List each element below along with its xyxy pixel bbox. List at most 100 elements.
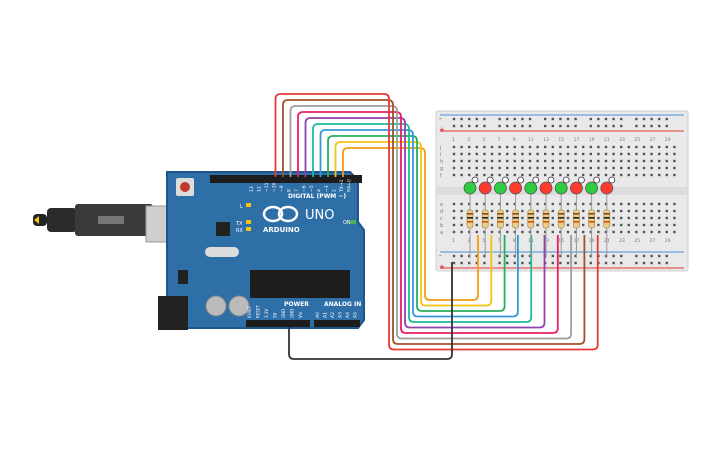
digital-pin-label: ~9 — [279, 185, 285, 192]
led — [554, 176, 570, 205]
column-number: 1 — [452, 238, 455, 244]
resistor — [481, 204, 489, 258]
resistor — [466, 204, 474, 258]
rx-led-label: RX — [236, 228, 243, 234]
column-number: 27 — [650, 238, 656, 244]
capacitor — [205, 295, 227, 317]
led — [585, 176, 600, 205]
signal-wire — [289, 105, 572, 340]
signal-wire — [334, 141, 493, 307]
column-number: 5 — [482, 238, 485, 244]
signal-wire — [304, 117, 546, 329]
row-letter: h — [440, 159, 443, 165]
signal-wire — [342, 147, 479, 301]
tx-led-label: TX — [235, 221, 243, 227]
led — [570, 176, 585, 205]
signal-wire — [312, 123, 533, 323]
digital-header — [210, 175, 362, 183]
digital-pin-label: RX←0 — [347, 179, 353, 192]
column-number: 23 — [619, 137, 625, 143]
row-letter: c — [440, 216, 443, 222]
power-header — [246, 320, 310, 327]
row-letter: g — [440, 166, 443, 172]
analog-section-label: ANALOG IN — [324, 301, 361, 308]
signal-wire — [319, 129, 519, 318]
usb-chip — [216, 222, 230, 236]
column-number: 29 — [665, 238, 671, 244]
digital-pin-label: TX→1 — [339, 179, 345, 193]
rail-plus-label: + — [439, 263, 445, 271]
resistor — [527, 204, 535, 258]
crystal — [205, 247, 239, 257]
led — [524, 176, 540, 205]
rail-plus-label: + — [439, 126, 445, 134]
analog-header — [314, 320, 360, 327]
row-letter: e — [440, 202, 443, 208]
row-letter: j — [439, 145, 441, 151]
signal-wire — [297, 111, 559, 334]
digital-pin-label: ~3 — [324, 185, 330, 192]
signal-wire — [282, 99, 586, 345]
column-number: 19 — [589, 137, 595, 143]
column-number: 23 — [619, 238, 625, 244]
power-pin-label: 3.3V — [264, 309, 269, 318]
column-number: 27 — [650, 137, 656, 143]
analog-pin-label: A3 — [338, 312, 344, 318]
row-letter: b — [440, 223, 443, 229]
analog-pin-label: A1 — [323, 312, 329, 318]
digital-pin-label: ~6 — [302, 185, 308, 192]
column-number: 7 — [498, 137, 501, 143]
resistor — [573, 204, 580, 258]
signal-wire — [274, 93, 599, 351]
column-number: 11 — [528, 137, 534, 143]
rail-minus-label: - — [439, 252, 442, 260]
digital-pin-label: ~10 — [272, 182, 278, 192]
ground-wire — [288, 262, 453, 360]
resistor — [542, 204, 550, 258]
digital-pin-label: 4 — [317, 189, 323, 192]
led — [539, 176, 555, 205]
on-led-label: ON — [343, 220, 351, 226]
power-pin-label: Vin — [298, 311, 303, 318]
atmega-chip — [250, 270, 350, 298]
digital-pin-label: ~11 — [264, 182, 270, 192]
digital-pin-label: 12 — [257, 186, 263, 192]
column-number: 25 — [634, 137, 640, 143]
row-letter: f — [440, 173, 442, 179]
arduino-uno-board: ARDUINO UNO DIGITAL (PWM ~) ON L TX RX P… — [158, 171, 365, 330]
column-number: 9 — [513, 137, 516, 143]
resistor — [557, 204, 565, 258]
power-pin-label: RESET — [256, 305, 261, 318]
power-pin-label: GND — [290, 309, 295, 318]
analog-pin-label: A0 — [315, 312, 321, 318]
column-number: 21 — [604, 137, 610, 143]
arduino-brand-label: ARDUINO — [263, 226, 300, 234]
column-number: 5 — [482, 137, 485, 143]
capacitor — [228, 295, 250, 317]
row-letter: i — [440, 152, 441, 158]
digital-pin-label: ~5 — [309, 185, 315, 192]
digital-section-label: DIGITAL (PWM ~) — [288, 193, 346, 200]
usb-cable — [33, 204, 177, 243]
digital-pin-label: 7 — [294, 189, 300, 192]
column-number: 1 — [452, 137, 455, 143]
analog-pin-label: A5 — [353, 312, 359, 318]
reset-icon — [180, 182, 190, 192]
analog-pin-label: A4 — [345, 312, 351, 318]
arduino-logo-icon — [262, 205, 299, 223]
uno-model-label: UNO — [305, 208, 334, 223]
column-number: 17 — [574, 137, 580, 143]
column-number: 3 — [467, 238, 470, 244]
power-led — [350, 220, 356, 224]
power-section-label: POWER — [284, 301, 309, 308]
led — [478, 176, 494, 205]
resistor — [497, 204, 504, 258]
led — [509, 176, 524, 205]
column-number: 25 — [634, 238, 640, 244]
led — [600, 176, 616, 205]
led — [463, 176, 479, 205]
power-jack — [158, 296, 188, 330]
column-number: 29 — [665, 137, 671, 143]
